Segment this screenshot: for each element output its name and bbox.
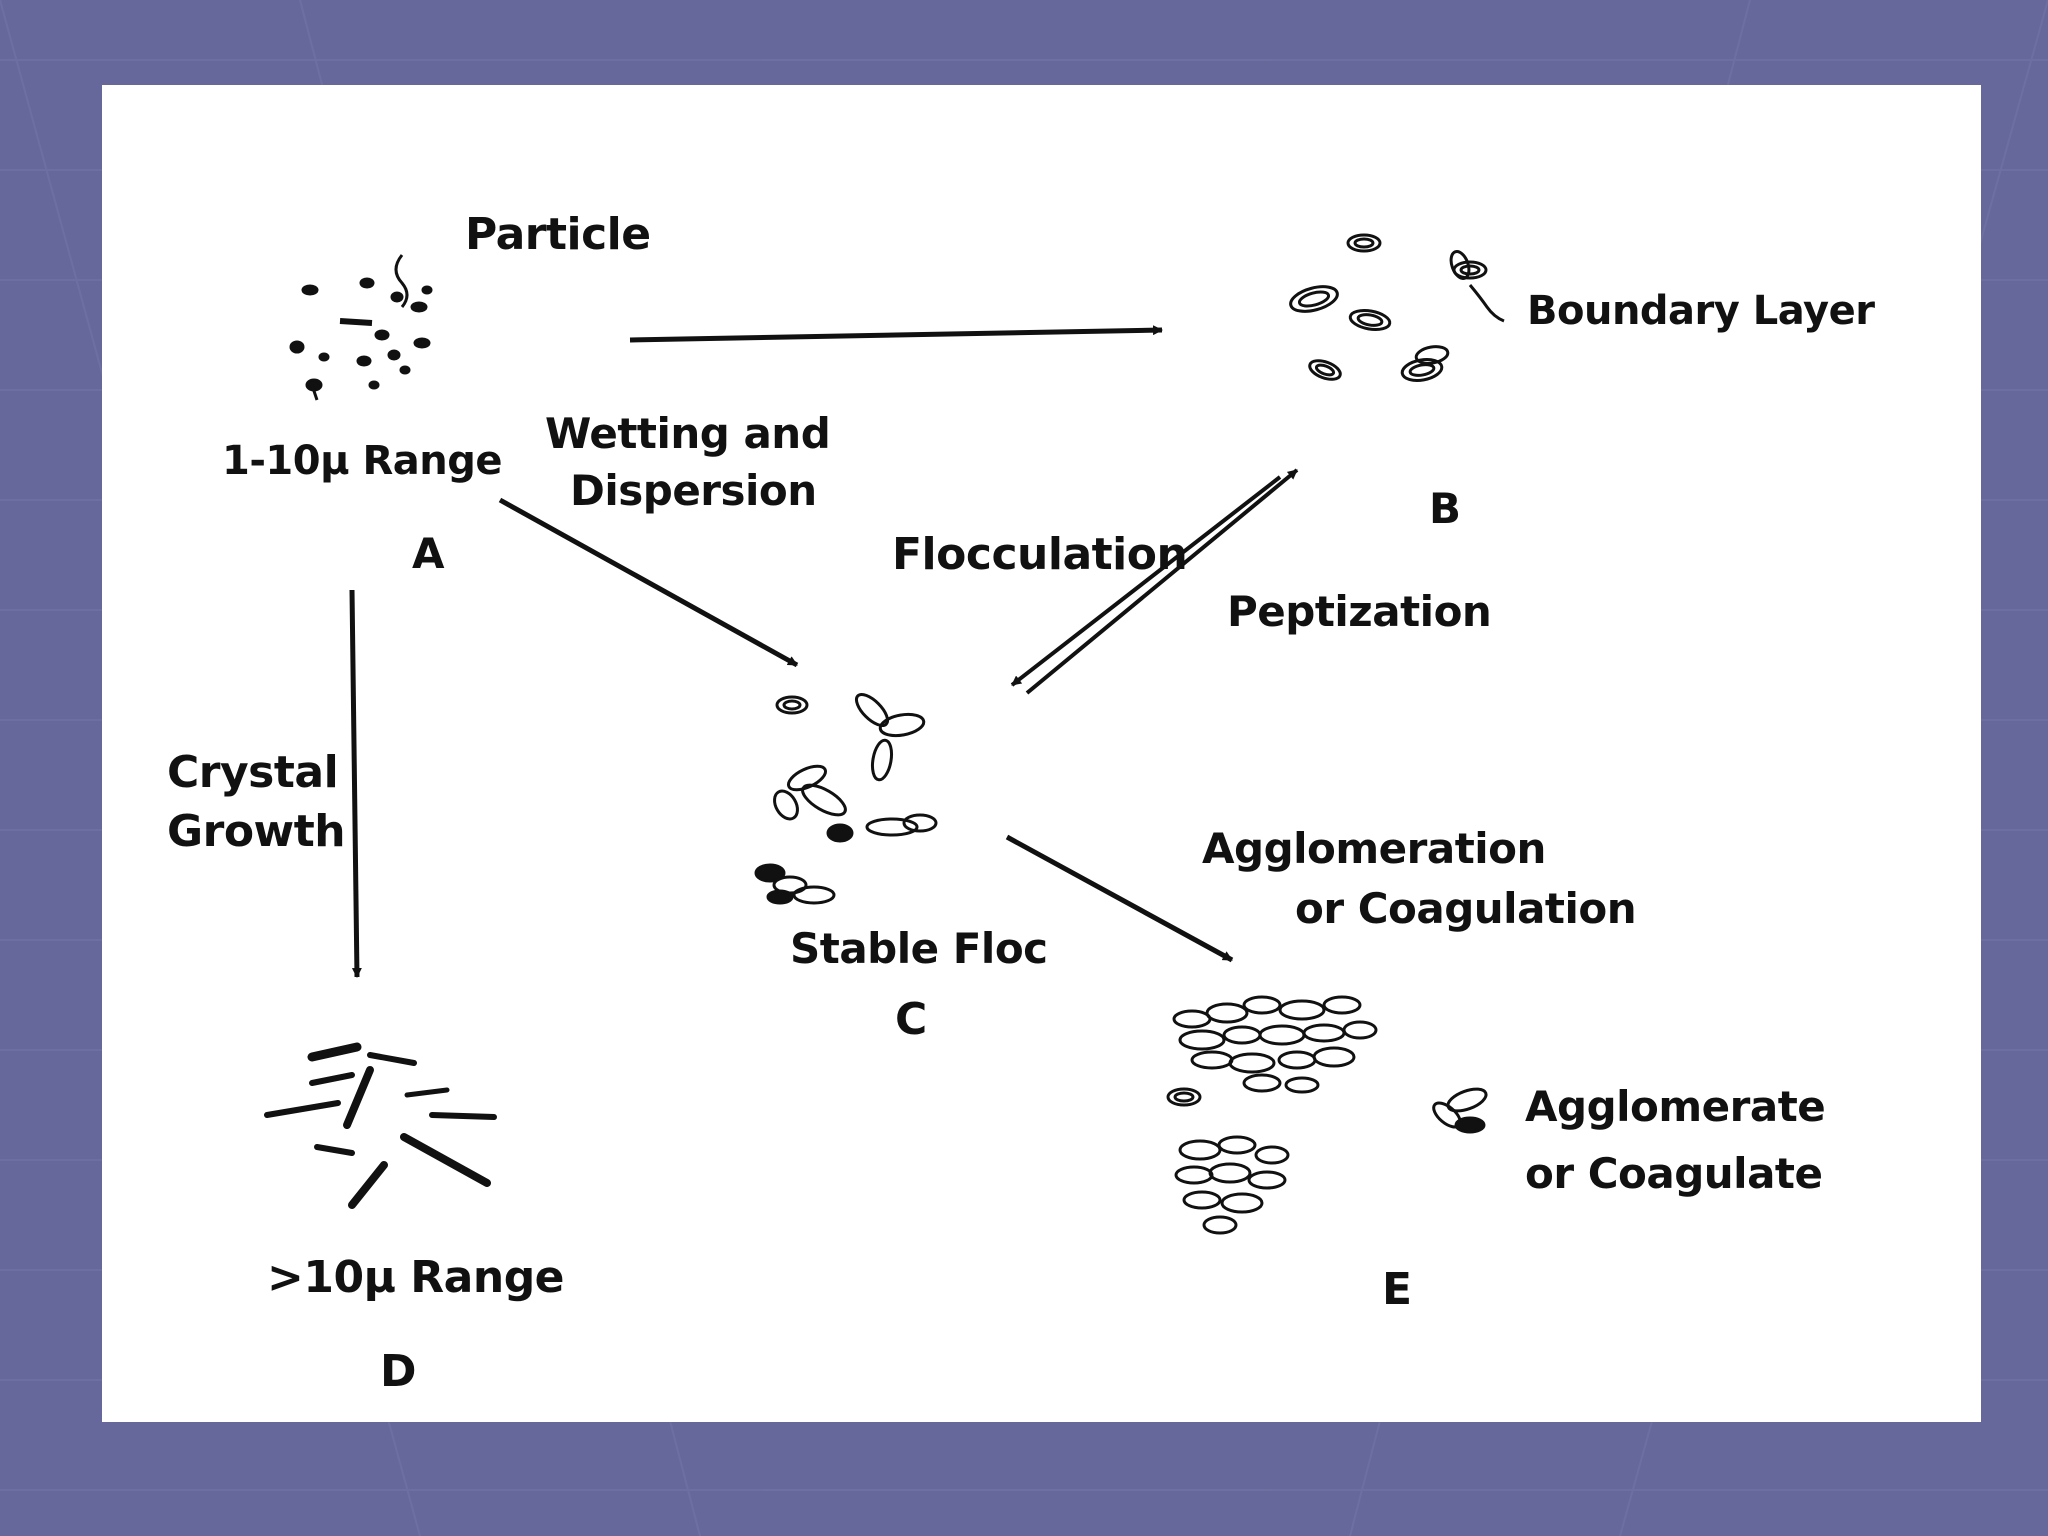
arrow-c-to-e <box>1005 834 1234 963</box>
arrow-a-to-b <box>629 325 1163 343</box>
label-agglomeration-line1: Agglomeration <box>1202 824 1546 873</box>
particle-cluster-b <box>1289 233 1505 382</box>
label-agglomerate-line1: Agglomerate <box>1525 1082 1826 1131</box>
label-stable-floc: Stable Floc <box>790 924 1048 973</box>
label-particle: Particle <box>465 209 651 260</box>
label-crystal-line1: Crystal <box>167 747 339 798</box>
arrow-flocculation <box>1010 475 1282 687</box>
agglomerate-cluster-e <box>1166 995 1488 1235</box>
label-crystal-line2: Growth <box>167 806 346 857</box>
label-agglomerate-line2: or Coagulate <box>1525 1149 1823 1198</box>
label-peptization: Peptization <box>1227 587 1492 636</box>
label-letter-c: C <box>895 994 927 1045</box>
crystal-cluster-d <box>264 1042 497 1209</box>
label-flocculation: Flocculation <box>892 529 1188 580</box>
label-agglomeration-line2: or Coagulation <box>1295 884 1637 933</box>
arrow-a-to-c <box>498 497 799 668</box>
particle-cluster-a <box>289 254 433 401</box>
label-range-d: >10μ Range <box>267 1252 565 1303</box>
label-letter-a: A <box>412 529 445 578</box>
arrow-a-to-d <box>349 589 362 978</box>
label-letter-d: D <box>380 1346 417 1397</box>
diagram-panel: Particle 1-10μ Range A Boundary Layer B … <box>102 85 1981 1422</box>
label-letter-e: E <box>1382 1264 1412 1315</box>
label-range-a: 1-10μ Range <box>222 438 503 484</box>
label-letter-b: B <box>1429 484 1461 533</box>
arrow-peptization <box>1025 468 1299 695</box>
diagram-drawing <box>264 233 1505 1235</box>
label-wetting-line1: Wetting and <box>545 409 831 458</box>
label-boundary-layer: Boundary Layer <box>1527 288 1875 334</box>
label-wetting-line2: Dispersion <box>570 466 817 515</box>
stable-floc-c <box>754 692 938 905</box>
